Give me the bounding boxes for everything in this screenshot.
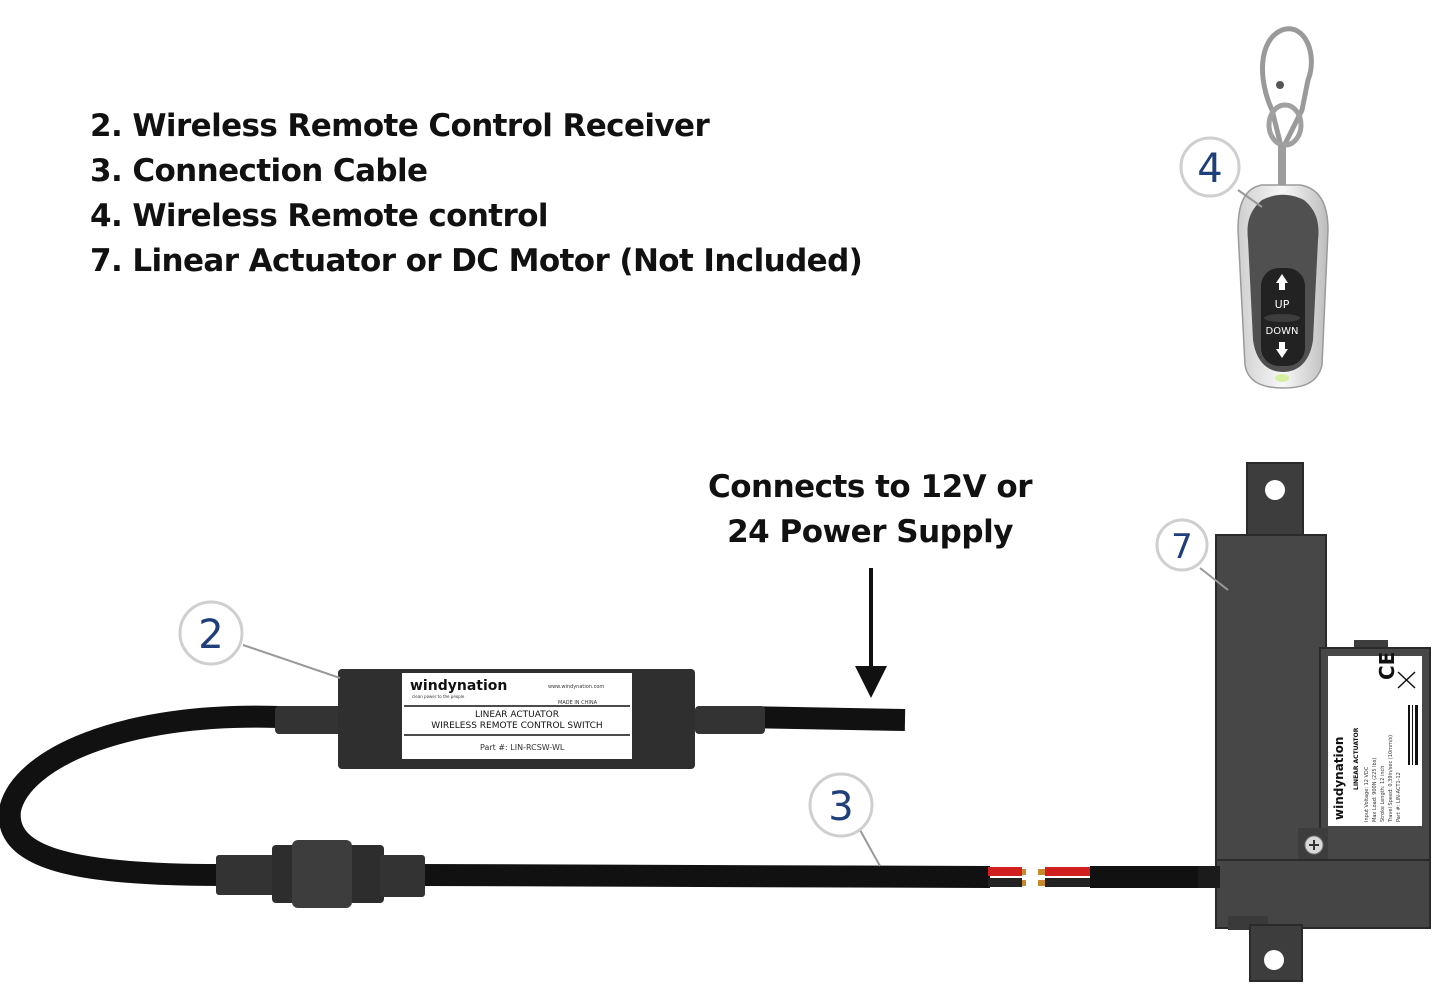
receiver-line-2: WIRELESS REMOTE CONTROL SWITCH [431, 721, 602, 731]
remote-up-button[interactable]: UP [1275, 274, 1290, 311]
legend-item-receiver: 2. Wireless Remote Control Receiver [90, 108, 710, 144]
receiver-line-1: LINEAR ACTUATOR [475, 710, 559, 720]
black-wire-end [988, 878, 1022, 887]
mount-hole-icon [1265, 480, 1285, 500]
receiver-right-strain-relief [695, 706, 765, 734]
down-arrow-icon [1276, 342, 1288, 358]
cable-assembly [0, 705, 1210, 908]
receiver-label [402, 673, 632, 759]
power-supply-note: Connects to 12V or 24 Power Supply [690, 465, 1050, 555]
actuator-brand: windynation [1332, 737, 1346, 820]
callout-receiver: 2 [178, 600, 341, 679]
power-note-line-2: 24 Power Supply [727, 514, 1013, 550]
actuator-spec-2: Max Load: 900N (225 lbs) [1372, 758, 1378, 822]
wireless-receiver: windynation clean power to the people ww… [275, 669, 765, 769]
component-legend: 2. Wireless Remote Control Receiver 3. C… [90, 104, 863, 284]
callout-number-3: 3 [828, 784, 853, 830]
callout-circle [178, 600, 244, 666]
receiver-left-strain-relief [275, 706, 345, 734]
mount-hole-icon [1264, 950, 1284, 970]
actuator-spec-3: Stroke Length: 12 inch [1380, 766, 1386, 822]
recycle-bin-icon [1397, 671, 1416, 689]
power-lead-cable [739, 706, 906, 731]
power-note-line-1: Connects to 12V or [707, 469, 1033, 505]
callout-number-7: 7 [1171, 527, 1193, 567]
actuator-ce-mark: CE [1375, 652, 1399, 680]
receiver-tagline: clean power to the people [412, 694, 465, 699]
up-arrow-icon [1276, 274, 1288, 290]
connection-cable [419, 864, 991, 888]
keyring-clip-icon [1260, 26, 1314, 158]
legend-item-cable: 3. Connection Cable [90, 153, 428, 189]
linear-actuator: CE windynation LINEAR ACTUATOR Input Vol… [1198, 462, 1431, 982]
receiver-part-number: Part #: LIN-RCSW-WL [480, 743, 565, 752]
wireless-remote-control: UP DOWN [1237, 26, 1329, 389]
remote-down-button[interactable]: DOWN [1266, 326, 1299, 358]
callout-number-2: 2 [198, 612, 223, 658]
callout-remote: 4 [1179, 136, 1263, 208]
callout-circle [1179, 136, 1241, 198]
actuator-title: LINEAR ACTUATOR [1353, 727, 1360, 790]
actuator-part-number: Part #: LIN-ACT1-12 [1396, 772, 1402, 822]
receiver-brand: windynation [410, 678, 507, 694]
receiver-input-cable [0, 705, 289, 886]
inline-connector [216, 840, 425, 908]
remote-down-label: DOWN [1266, 326, 1299, 337]
callout-circle [808, 772, 874, 838]
actuator-tube [1215, 534, 1327, 866]
receiver-website: www.windynation.com [548, 684, 604, 690]
status-led-icon [1275, 374, 1289, 382]
legend-item-remote: 4. Wireless Remote control [90, 198, 549, 234]
remote-up-label: UP [1275, 298, 1290, 311]
barcode-icon [1408, 705, 1418, 765]
callout-cable: 3 [808, 772, 881, 867]
callout-number-4: 4 [1197, 146, 1222, 192]
actuator-spec-4: Travel Speed: 0.39in/sec (10mm/s) [1388, 735, 1394, 823]
red-wire-end [988, 867, 1022, 876]
actuator-spec-1: Input Voltage: 12 VDC [1364, 766, 1370, 822]
actuator-label [1328, 656, 1422, 826]
callout-circle [1155, 518, 1209, 572]
legend-item-actuator: 7. Linear Actuator or DC Motor (Not Incl… [90, 243, 863, 279]
receiver-made-in: MADE IN CHINA [558, 700, 598, 706]
callout-actuator: 7 [1155, 518, 1229, 591]
